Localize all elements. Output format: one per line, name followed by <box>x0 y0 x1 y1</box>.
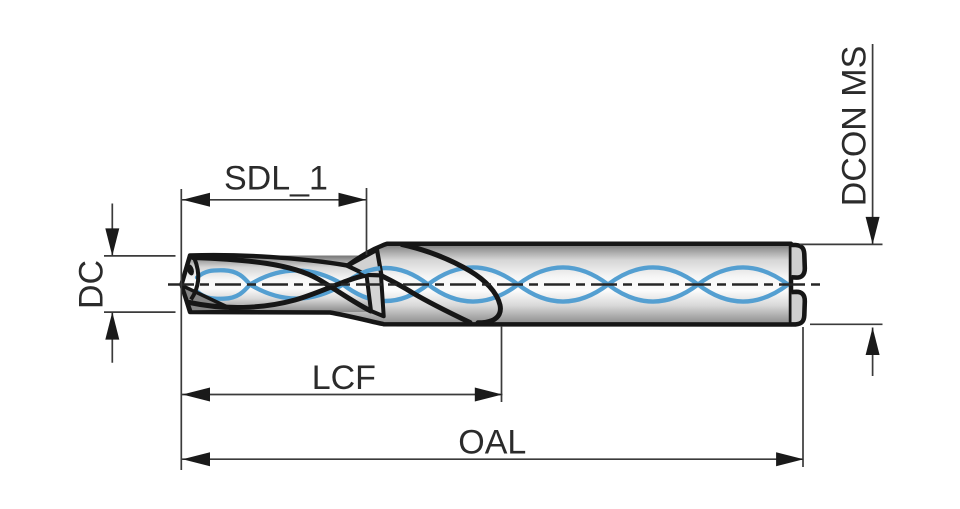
svg-text:DC: DC <box>73 260 111 309</box>
svg-text:OAL: OAL <box>458 423 526 461</box>
svg-text:LCF: LCF <box>312 359 376 397</box>
svg-text:SDL_1: SDL_1 <box>224 160 328 198</box>
svg-text:DCON MS: DCON MS <box>836 46 874 207</box>
